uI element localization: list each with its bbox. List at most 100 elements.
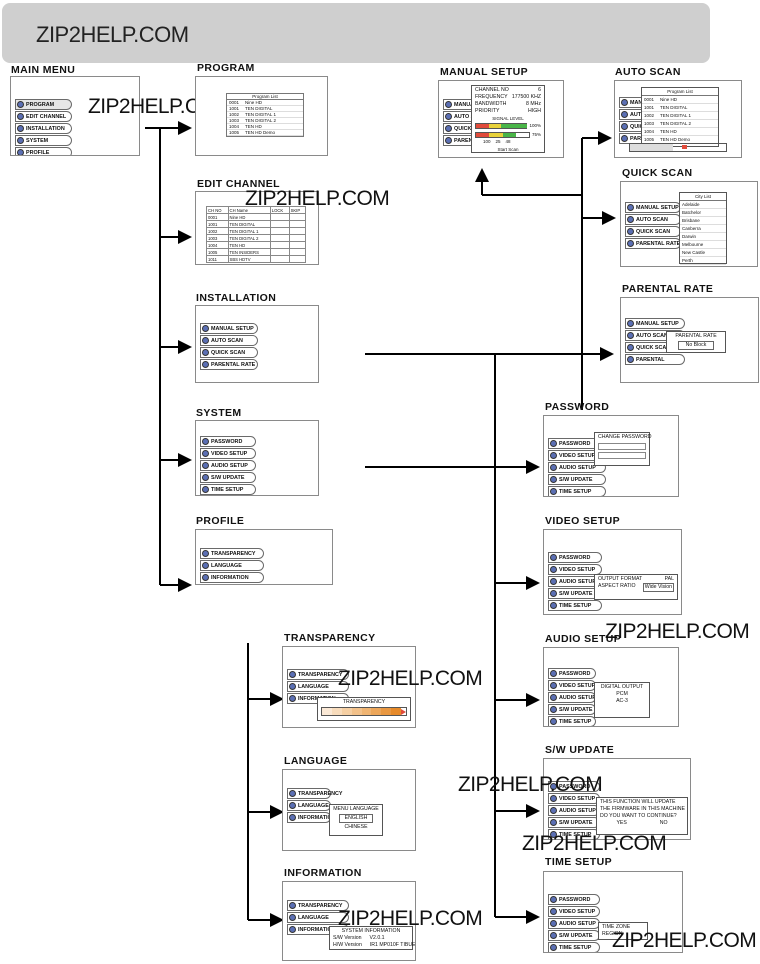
menu-item[interactable]: INFORMATION [287,812,336,823]
menu-item[interactable]: AUDIO SETUP [548,805,600,816]
menu-item[interactable]: LANGUAGE [287,800,331,811]
menu-item[interactable]: PARENTAL RATE [200,359,258,370]
menu-item[interactable]: AUDIO SETUP [200,460,256,471]
menu-item[interactable]: VIDEO SETUP [548,906,600,917]
menu-item[interactable]: PASSWORD [548,781,600,792]
yes-button[interactable]: YES [616,820,627,826]
menu-item[interactable]: TIME SETUP [200,484,256,495]
option-english[interactable]: ENGLISH [339,814,373,823]
menu-item[interactable]: MANUAL SETUP [200,323,258,334]
list-item[interactable]: Melbourne [680,241,726,249]
menu-item[interactable]: PARENTAL RATE [625,238,681,249]
option-ac3[interactable]: AC-3 [616,698,628,704]
start-scan-button[interactable]: Start Scan [497,147,519,152]
list-item[interactable]: Batchelor [680,209,726,217]
menu-item[interactable]: TIME SETUP [548,486,606,496]
no-button[interactable]: NO [659,820,668,826]
menu-item[interactable]: AUDIO SETUP [548,692,596,703]
menu-item[interactable]: S/W UPDATE [548,817,600,828]
list-cell: TEN DIGITAL 2 [660,121,692,126]
menu-item-program[interactable]: PROGRAM [15,99,72,110]
menu-item[interactable]: LANGUAGE [287,681,349,692]
list-item[interactable]: Brisbane [680,217,726,225]
menu-item[interactable]: PASSWORD [548,668,596,679]
menu-item[interactable]: PASSWORD [548,894,600,905]
menu-item-installation[interactable]: INSTALLATION [15,123,72,134]
transparency-slider[interactable] [321,707,407,716]
menu-item-edit-channel[interactable]: EDIT CHANNEL [15,111,72,122]
menu-item[interactable]: S/W UPDATE [548,704,596,715]
list-item[interactable]: Canberra [680,225,726,233]
menu-item[interactable]: PASSWORD [548,552,602,563]
menu-item[interactable]: PASSWORD [200,436,256,447]
menu-item[interactable]: TRANSPARENCY [287,900,349,911]
menu-item[interactable]: S/W UPDATE [548,930,600,941]
menu-item[interactable]: TIME SETUP [548,716,596,726]
option-chinese[interactable]: CHINESE [344,824,368,830]
menu-item[interactable]: QUICK SCAN [625,226,681,237]
menu-item-system[interactable]: SYSTEM [15,135,72,146]
menu-item[interactable]: AUTO SC [443,111,479,122]
menu-item-profile[interactable]: PROFILE [15,147,72,155]
list-item[interactable]: Darwin [680,233,726,241]
menu-item[interactable]: INFORMATION [200,572,264,583]
menu-item[interactable]: MANUAL SETUP [625,318,685,329]
menu-item[interactable]: TIME SETUP [548,600,602,611]
list-item[interactable]: Adelaide [680,201,726,209]
confirm-password-field[interactable] [598,452,646,459]
table-cell: 1004 [206,241,229,249]
menu-item[interactable]: TRANSPARENCY [200,548,264,559]
menu-item[interactable]: AUDIO SETUP [548,462,606,473]
menu-item[interactable]: TRANSPARENCY [287,788,343,799]
menu-item[interactable]: LANGUAGE [287,912,349,923]
menu-item[interactable]: TIME SETUP [548,942,600,952]
list-item[interactable]: New Castle [680,249,726,257]
menu-item[interactable]: QUICK SCAN [200,347,258,358]
menu-item-label: PARENTAL RATE [211,361,256,368]
menu-item[interactable]: AUTO SCAN [625,214,681,225]
slider-arrow-icon [401,708,406,715]
menu-item[interactable]: VIDEO SETUP [200,448,256,459]
menu-bullet-icon [550,920,557,927]
option-pcm[interactable]: PCM [616,691,628,697]
menu-item[interactable]: MANUAL SETUP [625,202,681,213]
menu-item[interactable]: S/W UPDATE [200,472,256,483]
menu-item[interactable]: S/W UPDATE [548,474,606,485]
password-field[interactable] [598,443,646,450]
parental-rate-value[interactable]: No Block [678,341,714,350]
menu-item[interactable]: TRANSPARENCY [287,669,349,680]
menu-item[interactable]: VIDEO SETUP [548,680,596,691]
menu-item[interactable]: VIDEO SETUP [548,564,602,575]
menu-item[interactable]: LANGUAGE [200,560,264,571]
menu-item[interactable]: AUDIO SETUP [548,918,600,929]
table-cell: TEN HD [227,241,271,249]
menu-item[interactable]: AUTO SCAN [200,335,258,346]
menu-item[interactable]: PARENTAL [625,354,685,365]
list-item[interactable]: Perth [680,257,726,265]
